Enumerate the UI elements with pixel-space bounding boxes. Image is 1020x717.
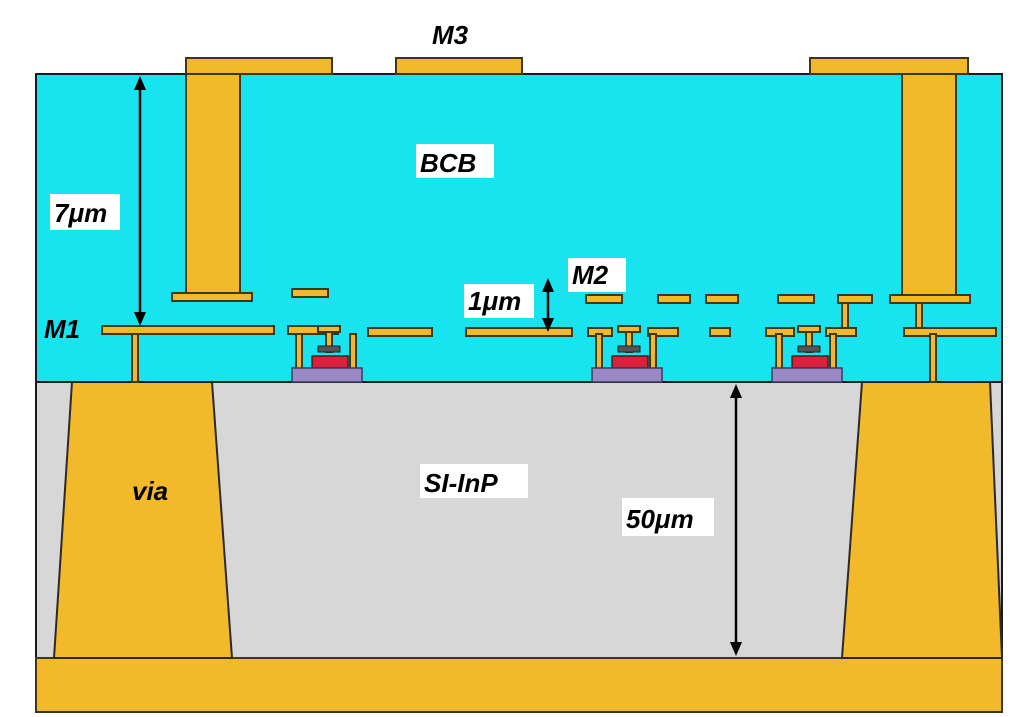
m1-m2-post-right: [915, 302, 923, 329]
arrow-50um: [730, 384, 742, 656]
m1-contact-right: [929, 333, 937, 383]
m3-label: M3: [432, 20, 469, 50]
m2-segment: [705, 294, 739, 304]
m3-post-right: [901, 73, 957, 297]
m2-segment: [585, 294, 623, 304]
thickness-7um-label: 7μm: [54, 198, 107, 228]
substrate-label: SI-InP: [424, 468, 498, 498]
m3-post-left: [185, 73, 241, 297]
m2-label: M2: [572, 260, 609, 290]
m2-segment: [777, 294, 815, 304]
transistor-2: [591, 325, 663, 383]
arrow-1um: [542, 278, 554, 332]
bcb-label: BCB: [420, 148, 476, 178]
thickness-50um-label: 50μm: [626, 504, 694, 534]
m1-segment: [647, 327, 679, 337]
m1-segment: [465, 327, 573, 337]
arrow-7um: [134, 76, 146, 326]
m1-segment: [709, 327, 731, 337]
m1-label: M1: [44, 314, 80, 344]
via-label: via: [132, 476, 168, 506]
m3-pad-left: [185, 57, 333, 75]
m2-segment: [837, 294, 873, 304]
m3-pad-center: [395, 57, 523, 75]
m1-segment: [367, 327, 433, 337]
m1-segment: [903, 327, 997, 337]
m1-segment: [101, 325, 275, 335]
via-right: [840, 381, 1004, 659]
thickness-1um-label: 1μm: [468, 286, 521, 316]
m2-segment: [657, 294, 691, 304]
m1-contact-left: [131, 333, 139, 383]
transistor-1: [291, 325, 363, 383]
backside-metal: [35, 657, 1003, 713]
m2-segment: [889, 294, 971, 304]
m3-pad-right: [809, 57, 969, 75]
m1-m2-post: [841, 302, 849, 329]
m2-segment: [171, 292, 253, 302]
transistor-3: [771, 325, 843, 383]
via-left: [52, 381, 234, 659]
m2-segment: [291, 288, 329, 298]
